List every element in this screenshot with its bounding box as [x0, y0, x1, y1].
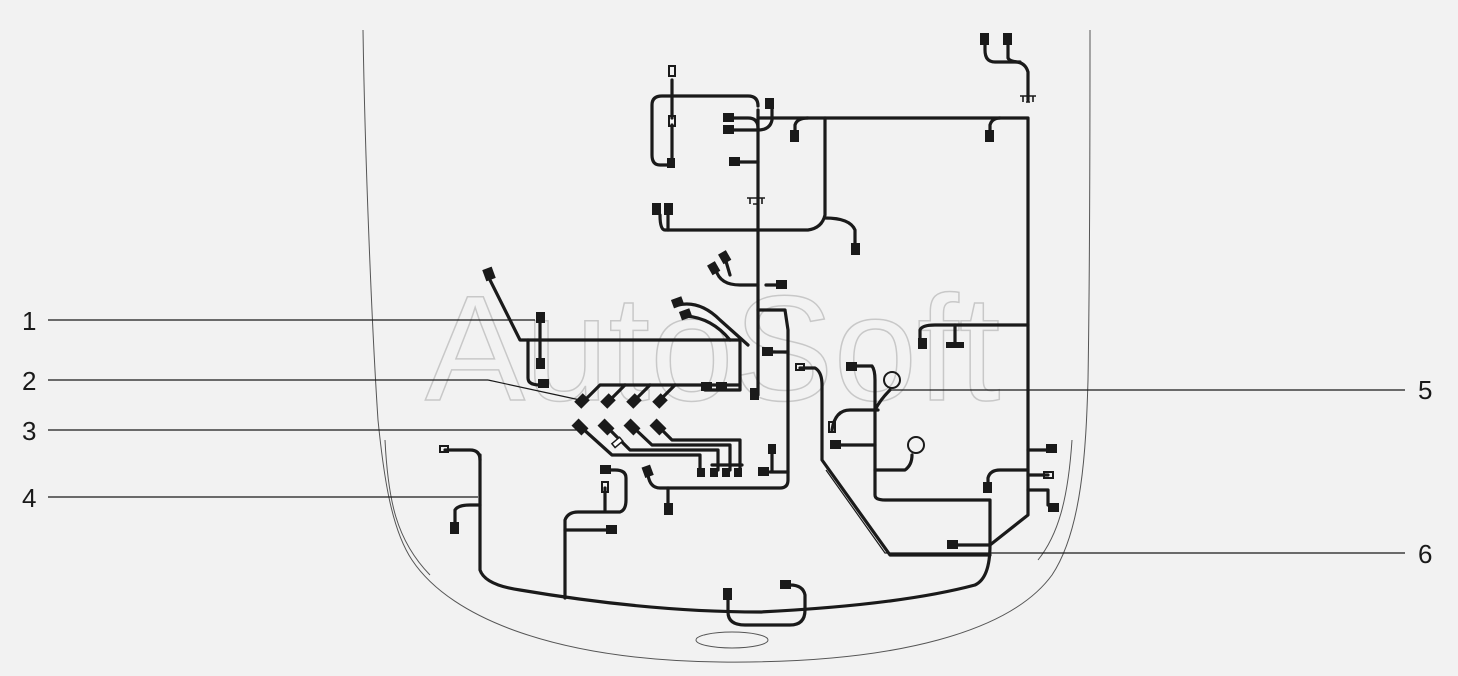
connector-icon	[946, 342, 964, 348]
clip-icon	[747, 197, 765, 205]
connector-icon	[701, 382, 712, 391]
connector-icon	[439, 445, 449, 453]
connector-icon	[664, 203, 673, 215]
connector-icon	[574, 393, 590, 409]
connector-icon	[1048, 503, 1059, 512]
connector-icon	[667, 158, 675, 168]
connector-icon	[710, 468, 718, 477]
grommet-ring-icon	[883, 371, 901, 389]
connector-icon	[652, 393, 668, 409]
callout-4: 4	[22, 483, 36, 513]
connector-icon	[668, 65, 676, 77]
vehicle-body-outline	[362, 29, 1091, 663]
connector-icon	[600, 465, 611, 474]
connector-icon	[947, 540, 958, 549]
connector-icon	[641, 464, 654, 479]
connector-icon	[765, 98, 774, 109]
connector-icon	[1046, 444, 1057, 453]
connector-icon	[985, 130, 994, 142]
connector-icon	[1003, 33, 1012, 45]
connector-icon	[652, 203, 661, 215]
connector-icon	[610, 436, 624, 449]
connector-icon	[723, 113, 734, 122]
connector-icon	[734, 468, 742, 477]
connector-icon	[729, 157, 740, 166]
connector-icon	[830, 440, 841, 449]
connector-icon	[722, 468, 730, 477]
connector-icon	[536, 358, 545, 369]
callout-leaders	[48, 319, 1405, 554]
clip-icon	[1020, 95, 1036, 103]
callout-labels: 1 2 3 4 5 6	[22, 306, 1432, 569]
connector-icon	[795, 363, 805, 371]
connector-icon	[716, 382, 727, 391]
connector-icon	[780, 580, 791, 589]
connector-icon	[649, 418, 667, 436]
connector-icon	[851, 243, 860, 255]
connector-icon	[670, 296, 685, 309]
connector-icon	[450, 522, 459, 534]
connector-icon	[664, 503, 673, 515]
connector-icon	[750, 388, 759, 400]
connector-icon	[601, 481, 609, 493]
connector-icon	[718, 250, 732, 265]
connector-icon	[678, 308, 693, 321]
connector-icon	[758, 467, 769, 476]
callout-5: 5	[1418, 375, 1432, 405]
connector-icon	[623, 418, 641, 436]
connector-icon	[1043, 471, 1054, 479]
connector-icon	[707, 261, 721, 276]
connector-icon	[723, 588, 732, 600]
connector-icon	[723, 125, 734, 134]
connector-icon	[790, 130, 799, 142]
connector-icon	[600, 393, 616, 409]
connector-icon	[536, 312, 545, 323]
connector-icon	[846, 362, 857, 371]
callout-1: 1	[22, 306, 36, 336]
connector-icon	[597, 418, 615, 436]
connector-icon	[606, 525, 617, 534]
connector-icon	[571, 418, 589, 436]
callout-3: 3	[22, 416, 36, 446]
grommet-hole	[695, 631, 769, 649]
watermark-text: AutoSoft	[425, 264, 1000, 432]
connector-icon	[980, 33, 989, 45]
callout-6: 6	[1418, 539, 1432, 569]
connector-icon	[482, 266, 496, 282]
connector-icon	[668, 115, 676, 127]
connector-icon	[828, 421, 836, 433]
connector-icon	[697, 468, 705, 477]
connector-icon	[918, 338, 927, 349]
connector-icon	[983, 482, 992, 493]
callout-2: 2	[22, 366, 36, 396]
connector-icons	[439, 33, 1059, 600]
connector-icon	[762, 347, 773, 356]
connector-icon	[776, 280, 787, 289]
connector-icon	[768, 444, 776, 454]
connector-icon	[626, 393, 642, 409]
connector-icon	[538, 379, 549, 388]
grommet-ring-icon	[907, 436, 925, 454]
